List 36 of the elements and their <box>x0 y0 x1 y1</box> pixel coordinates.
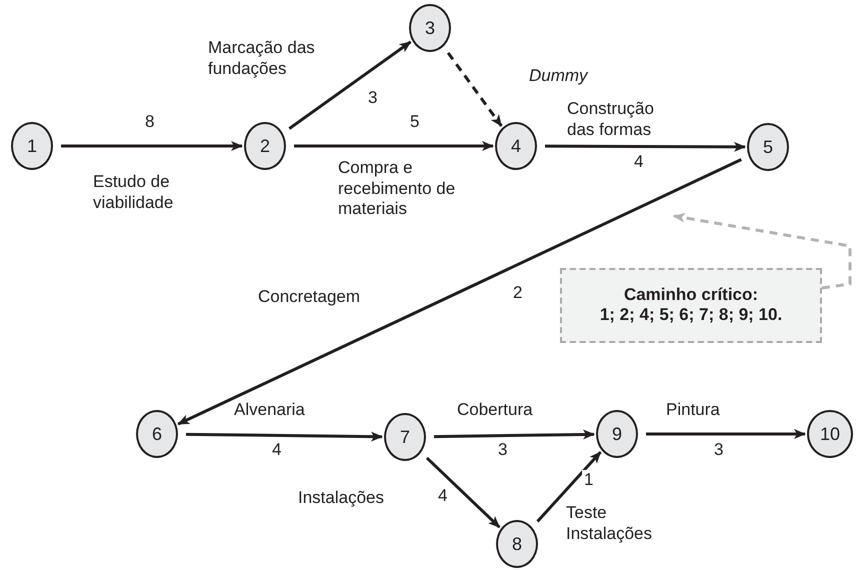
arrow <box>536 451 602 522</box>
activity-label: Teste Instalações <box>566 503 653 544</box>
activity-label: Instalações <box>298 488 385 509</box>
event-circle: 7 <box>384 413 426 461</box>
arrow <box>434 429 595 440</box>
arrow <box>61 141 243 151</box>
event-circle: 1 <box>11 122 53 170</box>
arrow <box>426 456 500 528</box>
callout-box <box>560 268 822 342</box>
leader-line <box>673 212 852 290</box>
activity-label: Alvenaria <box>234 400 306 421</box>
event-circle: 5 <box>747 123 789 171</box>
event-circle: 10 <box>807 410 853 458</box>
activity-label: Marcação das fundações <box>208 38 316 80</box>
callout-text: 1; 2; 4; 5; 6; 7; 8; 9; 10. <box>600 305 782 326</box>
event-circle: 2 <box>244 122 286 170</box>
event-circle: 4 <box>495 122 537 170</box>
arrow <box>545 142 746 152</box>
arrow <box>446 52 503 127</box>
arrow <box>186 432 383 442</box>
arrow <box>294 141 494 151</box>
activity-label: Estudo de viabilidade <box>93 172 174 214</box>
event-circle: 6 <box>136 410 178 458</box>
event-circle: 8 <box>496 520 538 568</box>
activity-label: Pintura <box>666 400 721 421</box>
arrow <box>646 429 806 439</box>
dummy-label: Dummy <box>527 66 590 87</box>
activity-label: Concretagem <box>258 287 362 308</box>
event-circle: 3 <box>409 4 451 52</box>
arrow <box>177 158 742 426</box>
activity-label: Cobertura <box>457 400 534 421</box>
activity-label: Construção das formas <box>567 99 655 140</box>
callout-text: Caminho crítico: <box>624 284 758 305</box>
activity-label: Compra e recebimento de materiais <box>338 158 456 220</box>
arrow <box>288 40 412 130</box>
event-circle: 9 <box>596 410 638 458</box>
